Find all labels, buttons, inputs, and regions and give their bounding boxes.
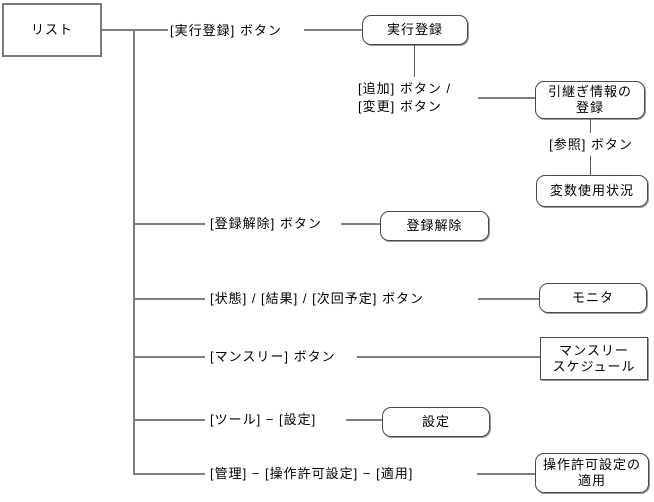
- monthly-schedule-box-label: マンスリー スケジュール: [552, 342, 636, 374]
- settings-box-label: 設定: [421, 414, 450, 429]
- connector-branch3-right: [478, 298, 539, 300]
- status-result-next-button-label: [状態] / [結果] / [次回予定] ボタン: [210, 291, 424, 306]
- handover-info-register-box: 引継ぎ情報の 登録: [535, 81, 645, 119]
- connector-branch5-right: [346, 419, 382, 421]
- execute-register-box: 実行登録: [362, 15, 468, 45]
- connector-branch6-left: [133, 473, 205, 475]
- connector-branch5-left: [133, 419, 205, 421]
- settings-box: 設定: [382, 407, 490, 437]
- list-box: リスト: [2, 3, 102, 57]
- monitor-box-label: モニタ: [571, 290, 614, 305]
- list-box-label: リスト: [30, 22, 73, 37]
- admin-permission-apply-label: [管理] − [操作許可設定] − [適用]: [210, 466, 414, 481]
- connector-branch4-left: [133, 356, 205, 358]
- connector-branch3-left: [133, 298, 205, 300]
- add-change-button-label: [追加] ボタン / [変更] ボタン: [358, 81, 452, 114]
- unregister-box-label: 登録解除: [406, 218, 463, 233]
- reference-button-label: [参照] ボタン: [549, 137, 633, 152]
- connector-trunk: [133, 29, 135, 475]
- connector-branch1: [304, 29, 362, 31]
- handover-info-register-box-label: 引継ぎ情報の 登録: [547, 84, 632, 115]
- connector-root-to-trunk: [102, 29, 168, 31]
- permission-apply-box: 操作許可設定の 適用: [535, 453, 649, 493]
- execute-register-button-label: [実行登録] ボタン: [170, 23, 282, 38]
- variable-usage-box-label: 変数使用状況: [549, 183, 634, 198]
- connector-sub1: [478, 97, 535, 99]
- connector-branch2-right: [341, 223, 380, 225]
- monthly-schedule-box: マンスリー スケジュール: [540, 337, 648, 380]
- monthly-button-label: [マンスリー] ボタン: [210, 349, 336, 364]
- connector-to-variable-usage: [590, 156, 591, 175]
- permission-apply-box-label: 操作許可設定の 適用: [542, 457, 641, 488]
- monitor-box: モニタ: [539, 283, 647, 313]
- unregister-button-label: [登録解除] ボタン: [210, 216, 322, 231]
- connector-branch4-right: [357, 356, 540, 358]
- connector-branch2-left: [133, 223, 205, 225]
- connector-execute-down: [414, 45, 415, 77]
- connector-branch6-right: [477, 473, 535, 475]
- connector-handover-down: [590, 119, 591, 133]
- unregister-box: 登録解除: [380, 211, 489, 241]
- variable-usage-box: 変数使用状況: [536, 175, 648, 207]
- tool-settings-label: [ツール] − [設定]: [210, 412, 317, 427]
- execute-register-box-label: 実行登録: [386, 22, 443, 37]
